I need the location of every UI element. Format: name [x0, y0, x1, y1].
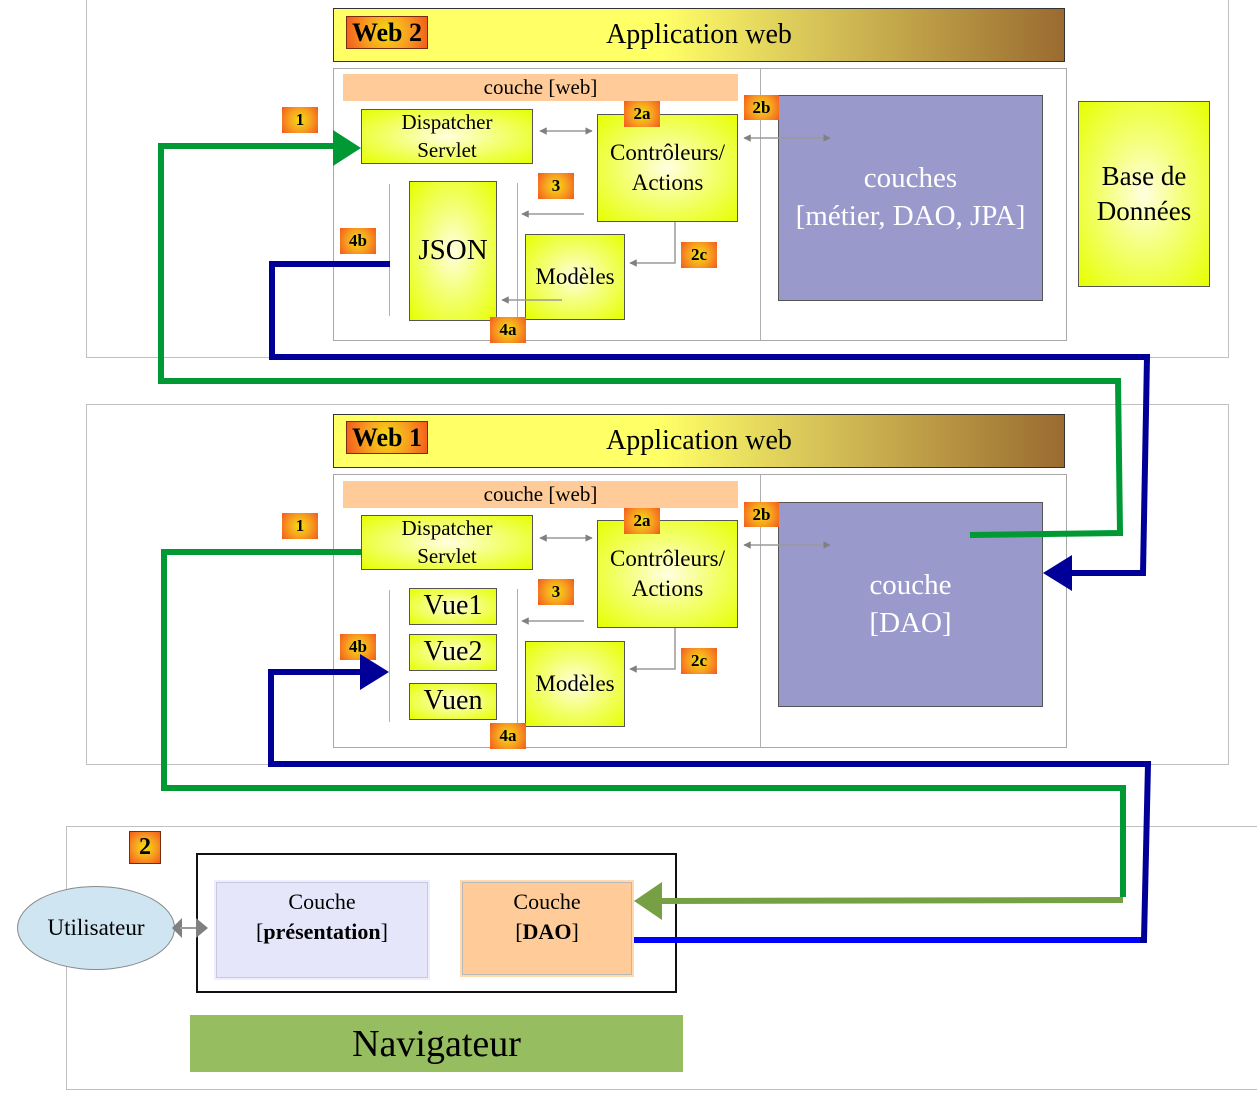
browser-dao-layer[interactable]: Couche [DAO]: [460, 880, 634, 977]
web2-controleurs-actions[interactable]: Contrôleurs/Actions: [597, 114, 738, 222]
web2-step-2b: 2b: [744, 95, 779, 120]
web1-controleurs-actions[interactable]: Contrôleurs/Actions: [597, 520, 738, 628]
utilisateur-actor[interactable]: Utilisateur: [17, 886, 175, 970]
web1-vue2[interactable]: Vue2: [409, 634, 497, 671]
web2-step-3: 3: [538, 173, 574, 199]
web1-step-4a: 4a: [490, 723, 526, 749]
navigateur-bar: Navigateur: [190, 1015, 683, 1072]
web2-couches-metier-dao-jpa[interactable]: couches[métier, DAO, JPA]: [778, 95, 1043, 301]
web1-step-2b: 2b: [744, 502, 779, 527]
web1-step-1: 1: [282, 513, 318, 539]
browser-step-2: 2: [129, 831, 161, 864]
web2-step-2a: 2a: [624, 101, 660, 127]
web1-modeles[interactable]: Modèles: [525, 641, 625, 727]
web1-step-4b: 4b: [340, 634, 376, 660]
web2-step-4b: 4b: [340, 228, 376, 254]
web2-couche-web: couche [web]: [343, 74, 738, 101]
web2-view-bracket-right: [517, 183, 518, 317]
web2-step-2c: 2c: [681, 242, 717, 268]
web1-view-bracket-right: [517, 589, 518, 723]
web2-step-1: 1: [282, 107, 318, 133]
web2-modeles[interactable]: Modèles: [525, 234, 625, 320]
web1-tag: Web 1: [346, 421, 428, 454]
web2-step-4a: 4a: [490, 317, 526, 343]
web1-vuen[interactable]: Vuen: [409, 683, 497, 720]
web1-step-3: 3: [538, 579, 574, 605]
web1-vue1[interactable]: Vue1: [409, 588, 497, 625]
web1-step-2c: 2c: [681, 648, 717, 674]
web1-step-2a: 2a: [624, 508, 660, 534]
web2-json-view[interactable]: JSON: [409, 181, 497, 321]
web1-couche-web: couche [web]: [343, 481, 738, 508]
web1-couche-dao[interactable]: couche[DAO]: [778, 502, 1043, 707]
web2-title: Application web: [606, 19, 792, 50]
presentation-layer[interactable]: Couche [présentation]: [214, 880, 430, 980]
web1-title: Application web: [606, 425, 792, 456]
web1-view-bracket-left: [389, 590, 390, 722]
web2-view-bracket-left: [389, 184, 390, 316]
web1-header: Application web: [333, 414, 1065, 468]
web2-header: Application web: [333, 8, 1065, 62]
web2-tag: Web 2: [346, 16, 428, 49]
